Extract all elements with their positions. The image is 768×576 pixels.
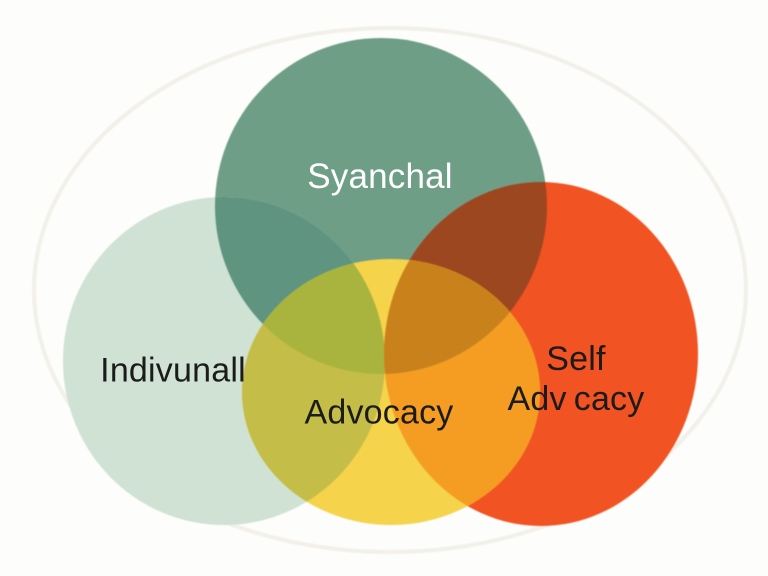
label-top-circle: Syanchal bbox=[307, 157, 453, 196]
overlap-top-right-bottom bbox=[384, 259, 540, 374]
label-bottom-circle: Advocacy bbox=[304, 393, 454, 432]
background-ring-icon bbox=[32, 26, 748, 554]
label-right-circle: Self Adv cacy bbox=[508, 339, 645, 419]
label-left-circle: Indivunall bbox=[100, 351, 246, 390]
overlap-top-left-bottom bbox=[242, 259, 385, 374]
label-right-line1: Self bbox=[546, 340, 606, 378]
label-right-line2: Adv cacy bbox=[507, 380, 645, 418]
